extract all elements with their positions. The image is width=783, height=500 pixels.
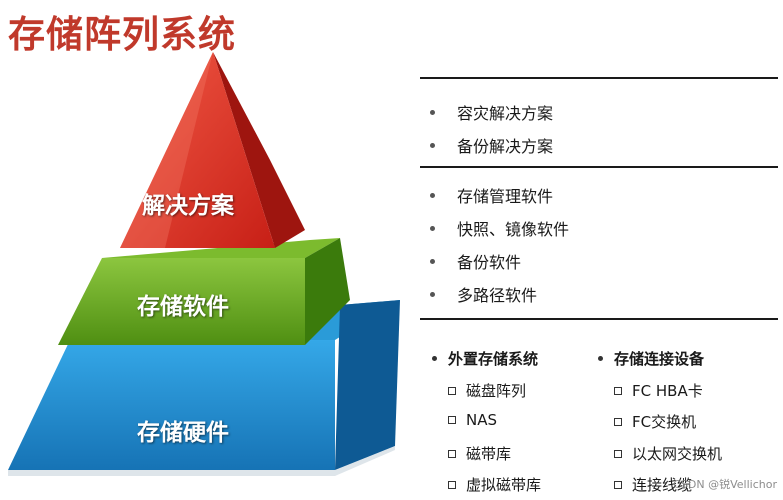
square-bullet-icon [614,417,622,426]
pyramid-tier-top [120,52,305,248]
tier-label-software: 存储软件 [137,294,229,320]
square-bullet-icon [448,480,456,489]
section-rule-solutions [420,166,778,168]
pyramid-diagram [8,52,400,476]
bullet-icon [430,142,435,148]
list-item: 快照、镜像软件 [430,216,569,240]
list-item: 备份解决方案 [430,133,553,157]
bullet-icon [432,356,437,361]
tier-label-solutions: 解决方案 [142,193,234,219]
list-item: 磁带库 [448,443,511,464]
square-bullet-icon [448,386,456,395]
connection-devices-heading: 存储连接设备 [598,348,704,369]
list-item: 磁盘阵列 [448,380,526,401]
square-bullet-icon [448,449,456,458]
list-item: 连接线缆 [614,474,692,495]
list-item: 容灾解决方案 [430,100,553,124]
watermark: CSDN @锐Vellichor [673,478,777,491]
list-item: 多路径软件 [430,282,537,306]
square-bullet-icon [614,480,622,489]
external-storage-heading: 外置存储系统 [432,348,538,369]
bullet-icon [430,258,435,264]
list-item: NAS [448,411,497,429]
tier-label-hardware: 存储硬件 [137,420,229,446]
list-item: FC交换机 [614,411,696,432]
list-item: 备份软件 [430,249,521,273]
list-item: 虚拟磁带库 [448,474,541,495]
section-rule-top [420,77,778,79]
square-bullet-icon [448,416,456,424]
bullet-icon [430,192,435,198]
list-item: FC HBA卡 [614,380,703,401]
square-bullet-icon [614,449,622,458]
section-rule-software [420,318,778,320]
bullet-icon [598,356,603,361]
list-item: 存储管理软件 [430,183,553,207]
bullet-icon [430,109,435,115]
square-bullet-icon [614,386,622,395]
bullet-icon [430,225,435,231]
list-item: 以太网交换机 [614,443,722,464]
bullet-icon [430,291,435,297]
page-title: 存储阵列系统 [8,13,236,56]
